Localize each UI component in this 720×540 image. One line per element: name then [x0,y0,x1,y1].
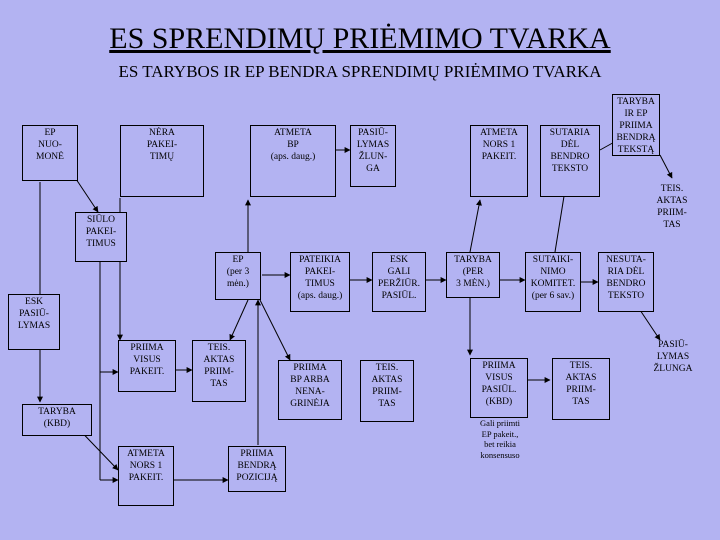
node-sutaria-del-bendro: SUTARIA DĖL BENDRO TEKSTO [540,125,600,197]
node-atmeta-bp: ATMETA BP (aps. daug.) [250,125,336,197]
page-title: ES SPRENDIMŲ PRIĖMIMO TVARKA [109,22,611,55]
node-esk-pasiulymas: ESK PASIŪ- LYMAS [8,294,60,350]
node-nesutaria-del: NESUTA- RIA DĖL BENDRO TEKSTO [598,252,654,312]
note-gali-priimti: Gali priimti EP pakeit., bet reikia kons… [480,418,520,460]
node-sutaikinimo-komitet: SUTAIKI- NIMO KOMITET. (per 6 sav.) [525,252,581,312]
node-priima-visus-pakeit: PRIIMA VISUS PAKEIT. [118,340,176,392]
node-atmeta-nors1-top: ATMETA NORS 1 PAKEIT. [470,125,528,197]
node-nera-pakeitimu: NĖRA PAKEI- TIMŲ [120,125,204,197]
node-taryba-ir-ep: TARYBA IR EP PRIIMA BENDRĄ TEKSTĄ [612,94,660,156]
node-esk-gali-perziur: ESK GALI PERŽIŪR. PASIŪL. [372,252,426,312]
node-teis-aktas-right: TEIS. AKTAS PRIIM- TAS [656,184,688,230]
node-priima-bendra-pozicija: PRIIMA BENDRĄ POZICIJĄ [228,446,286,492]
node-taryba-per3men: TARYBA (PER 3 MĖN.) [446,252,500,298]
node-siulo-pakeitimus: SIŪLO PAKEI- TIMUS [75,212,127,262]
node-pasiulymas-zlunga-top: PASIŪ- LYMAS ŽLUN- GA [350,125,396,187]
node-teis-aktas-3: TEIS. AKTAS PRIIM- TAS [552,358,610,420]
node-ep-per3men: EP (per 3 mėn.) [215,252,261,300]
node-taryba-kbd: TARYBA (KBD) [22,404,92,436]
node-ep-nuomone: EP NUO- MONĖ [22,125,78,181]
node-teis-aktas-1: TEIS. AKTAS PRIIM- TAS [192,340,246,402]
node-priima-bp-arba: PRIIMA BP ARBA NENA- GRINĖJA [278,360,342,420]
node-pasiulymas-zlunga-right: PASIŪ- LYMAS ŽLUNGA [653,340,693,374]
node-pateikia-pakeitimus: PATEIKIA PAKEI- TIMUS (aps. daug.) [290,252,350,312]
node-atmeta-nors1-bottom: ATMETA NORS 1 PAKEIT. [118,446,174,506]
page-subtitle: ES TARYBOS IR EP BENDRA SPRENDIMŲ PRIĖMI… [118,62,602,81]
node-teis-aktas-2: TEIS. AKTAS PRIIM- TAS [360,360,414,422]
node-priima-visus-pasiul: PRIIMA VISUS PASIŪL. (KBD) [470,358,528,418]
